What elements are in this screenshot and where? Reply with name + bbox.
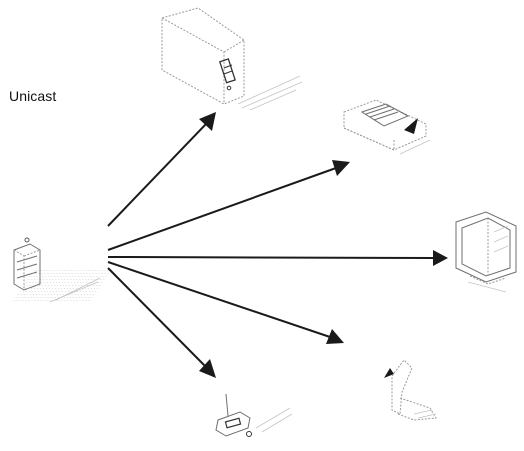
desktop-pc-icon xyxy=(216,394,292,437)
arrow-to-tower-pc xyxy=(108,112,216,226)
monitor-icon xyxy=(456,212,516,292)
arrow-to-desktop-pc xyxy=(108,268,216,378)
arrow-to-monitor xyxy=(108,250,448,266)
source-computer-icon xyxy=(11,238,115,302)
telephone-icon xyxy=(384,360,436,420)
unicast-arrows xyxy=(108,112,448,378)
arrow-to-printer xyxy=(108,160,350,250)
tower-pc-icon xyxy=(162,8,302,110)
printer-icon xyxy=(344,100,430,154)
